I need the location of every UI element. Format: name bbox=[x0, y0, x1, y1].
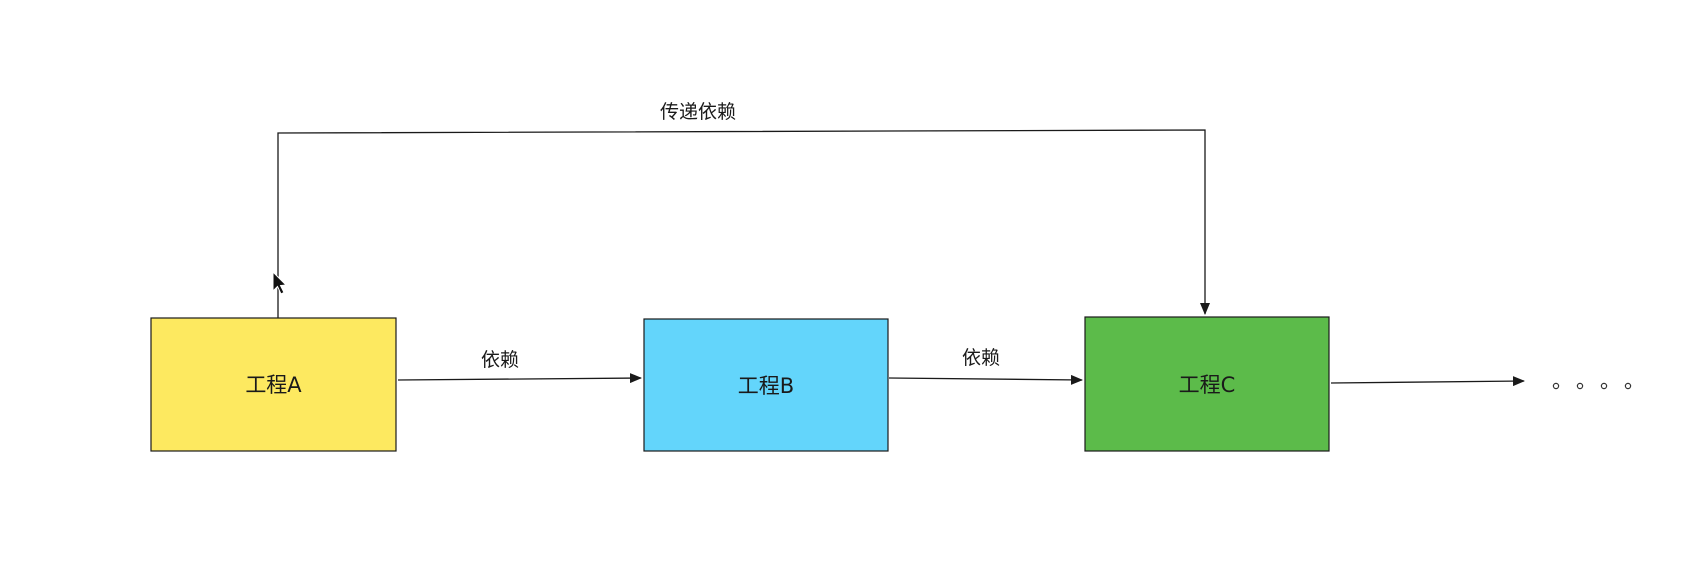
mouse-cursor-icon bbox=[272, 270, 288, 295]
continuation-ellipsis bbox=[1552, 382, 1632, 390]
ellipsis-dot bbox=[1600, 382, 1608, 390]
edge-b-to-c-label: 依赖 bbox=[962, 347, 1000, 369]
edge-a-to-c-label: 传递依赖 bbox=[660, 101, 736, 123]
edge-a-to-c-line bbox=[277, 129, 1210, 318]
node-b-box bbox=[643, 318, 889, 452]
edge-a-to-b-line bbox=[397, 373, 642, 384]
edge-b-to-c: 依赖 bbox=[888, 347, 1083, 385]
edge-b-to-c-line bbox=[888, 374, 1083, 385]
node-b: 工程B bbox=[643, 318, 889, 452]
node-c-box bbox=[1084, 316, 1330, 452]
edge-a-to-b-label: 依赖 bbox=[481, 349, 519, 371]
ellipsis-dot bbox=[1576, 382, 1584, 390]
ellipsis-dot bbox=[1624, 382, 1632, 390]
edge-c-to-more-line bbox=[1330, 376, 1525, 387]
edge-a-to-c: 传递依赖 bbox=[277, 101, 1210, 318]
node-c: 工程C bbox=[1084, 316, 1330, 452]
node-a-label: 工程A bbox=[245, 373, 302, 397]
node-a: 工程A bbox=[150, 317, 397, 452]
edge-a-to-b: 依赖 bbox=[397, 349, 642, 384]
edge-c-to-more bbox=[1330, 376, 1525, 387]
node-c-label: 工程C bbox=[1179, 373, 1236, 397]
ellipsis-dot bbox=[1552, 382, 1560, 390]
node-a-box bbox=[150, 317, 397, 452]
node-b-label: 工程B bbox=[738, 374, 794, 398]
